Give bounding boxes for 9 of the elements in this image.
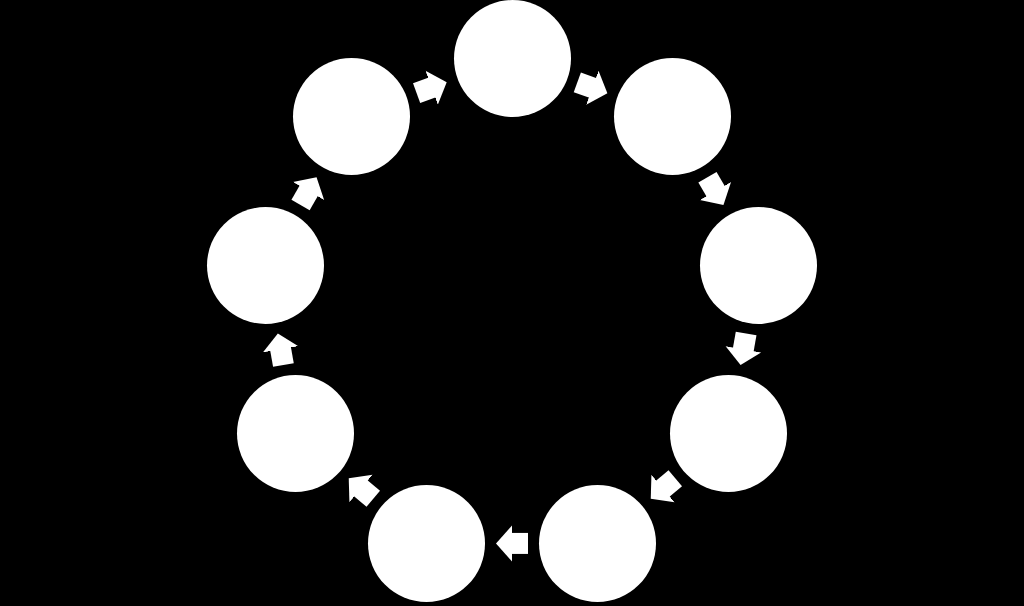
arrow [262, 333, 299, 367]
arrow [573, 70, 608, 105]
arrow [698, 171, 732, 205]
arrow [413, 70, 447, 105]
arrow [725, 331, 762, 366]
arrow [496, 525, 528, 562]
arrow [291, 177, 325, 211]
arrow [348, 474, 380, 507]
arrow [650, 470, 682, 503]
